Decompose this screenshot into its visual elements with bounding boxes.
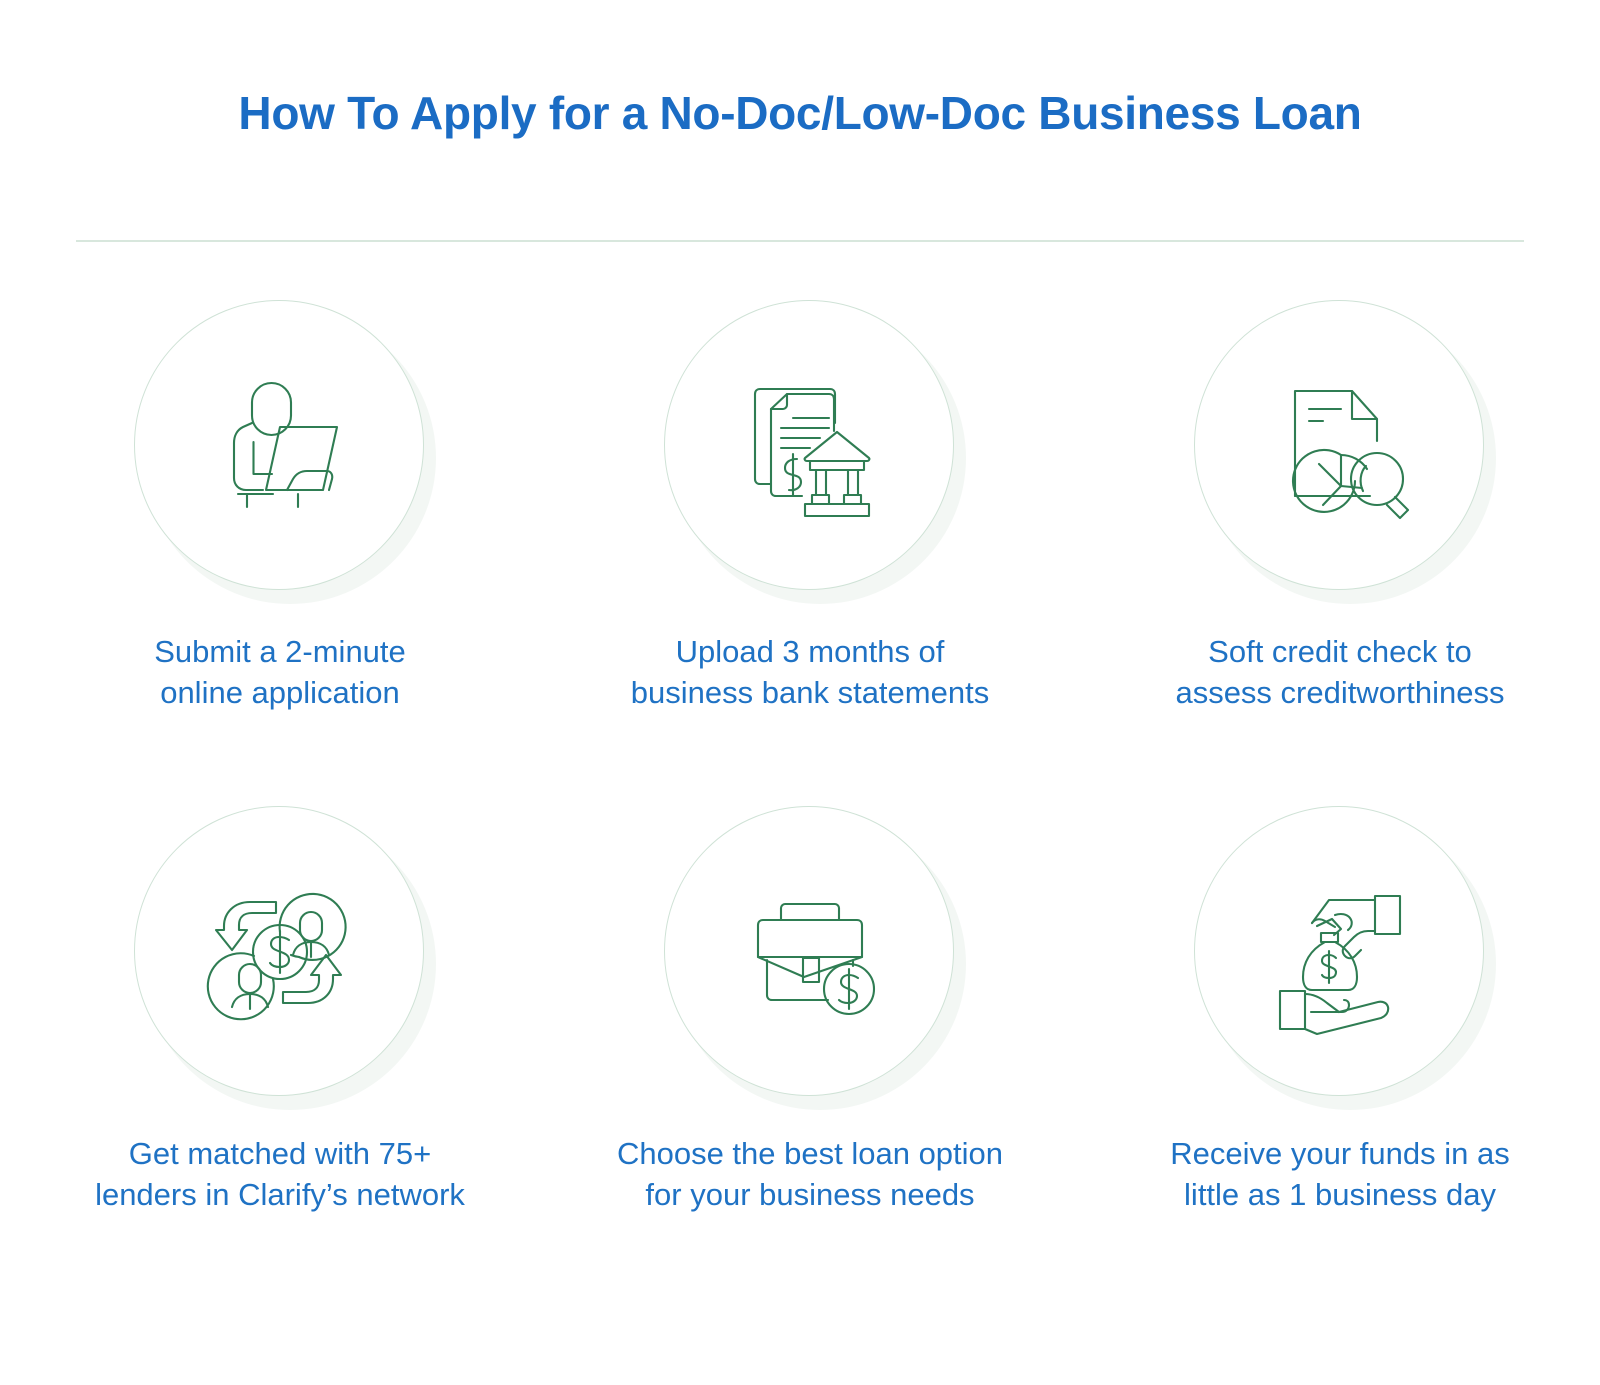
step-4-icon-badge — [134, 805, 436, 1110]
step-3-label-line1: Soft credit check to — [1208, 634, 1472, 669]
steps-grid: Submit a 2-minute online application — [0, 300, 1600, 1216]
header-divider — [76, 240, 1524, 242]
step-3-label: Soft credit check to assess creditworthi… — [1175, 632, 1504, 714]
step-2-label: Upload 3 months of business bank stateme… — [631, 632, 989, 714]
step-3-icon-badge — [1194, 300, 1496, 604]
step-item-6: Receive your funds in as little as 1 bus… — [1090, 805, 1590, 1216]
step-4-label: Get matched with 75+ lenders in Clarify’… — [95, 1134, 465, 1216]
icon-circle — [664, 300, 954, 590]
step-item-3: Soft credit check to assess creditworthi… — [1090, 300, 1590, 714]
step-1-label-line1: Submit a 2-minute — [154, 634, 406, 669]
step-2-label-line1: Upload 3 months of — [675, 634, 945, 669]
person-at-laptop-icon — [195, 361, 365, 531]
step-6-icon-badge — [1194, 805, 1496, 1110]
step-2-icon-badge — [664, 300, 966, 604]
step-item-1: Submit a 2-minute online application — [30, 300, 530, 714]
step-1-label-line2: online application — [160, 674, 400, 710]
step-6-label-line2: little as 1 business day — [1184, 1176, 1496, 1212]
step-item-2: Upload 3 months of business bank stateme… — [560, 300, 1060, 714]
lender-matching-network-icon — [195, 867, 365, 1037]
step-item-5: Choose the best loan option for your bus… — [560, 805, 1060, 1216]
step-5-icon-badge — [664, 805, 966, 1110]
step-6-label-line1: Receive your funds in as — [1170, 1135, 1510, 1171]
step-4-label-line2: lenders in Clarify’s network — [95, 1176, 465, 1212]
page-title-wrapper: How To Apply for a No-Doc/Low-Doc Busine… — [0, 86, 1600, 141]
briefcase-dollar-icon — [725, 867, 895, 1037]
icon-circle — [1194, 300, 1484, 590]
step-3-label-line2: assess creditworthiness — [1175, 674, 1505, 710]
step-item-4: Get matched with 75+ lenders in Clarify’… — [30, 805, 530, 1216]
icon-circle — [1194, 805, 1484, 1096]
page-title: How To Apply for a No-Doc/Low-Doc Busine… — [238, 87, 1362, 139]
step-5-label: Choose the best loan option for your bus… — [617, 1134, 1003, 1216]
hand-money-bag-icon — [1255, 867, 1425, 1037]
step-2-label-line2: business bank statements — [630, 674, 990, 710]
step-6-label: Receive your funds in as little as 1 bus… — [1170, 1134, 1509, 1216]
step-5-label-line2: for your business needs — [645, 1176, 975, 1212]
step-4-label-line1: Get matched with 75+ — [128, 1135, 432, 1171]
icon-circle — [134, 300, 424, 590]
icon-circle — [664, 805, 954, 1096]
step-1-icon-badge — [134, 300, 436, 604]
document-pie-chart-magnifier-icon — [1255, 361, 1425, 531]
step-1-label: Submit a 2-minute online application — [154, 632, 406, 714]
step-5-label-line1: Choose the best loan option — [616, 1135, 1004, 1171]
bank-statements-icon — [725, 361, 895, 531]
